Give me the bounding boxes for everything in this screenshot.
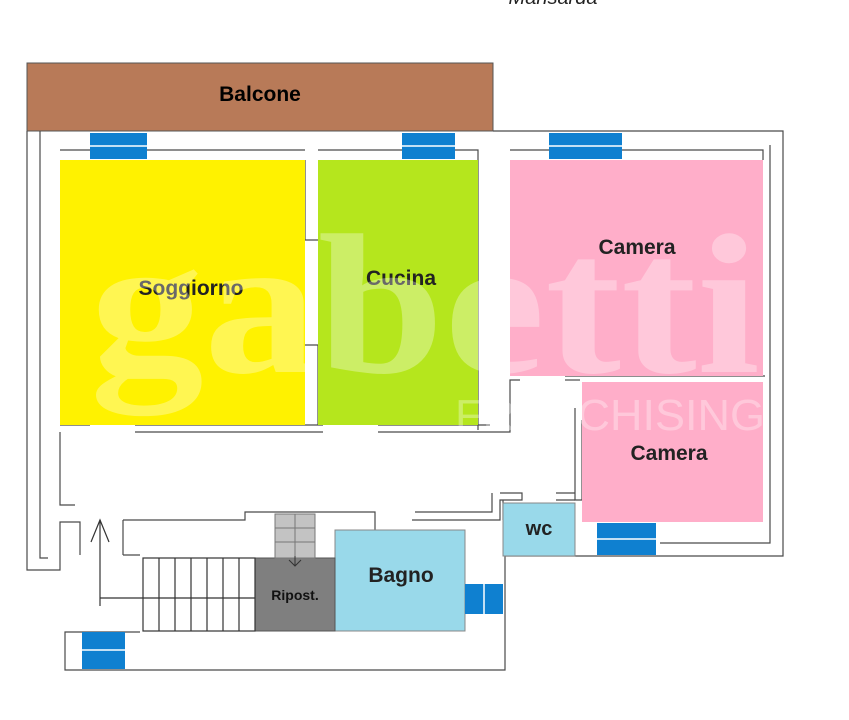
window bbox=[597, 523, 656, 555]
balcone-label: Balcone bbox=[219, 83, 301, 106]
camera2-room bbox=[582, 382, 763, 522]
header-partial-text: Mansarda bbox=[509, 0, 598, 9]
window bbox=[90, 133, 147, 159]
window bbox=[82, 632, 125, 669]
window bbox=[549, 133, 622, 159]
ripost-label: Ripost. bbox=[271, 587, 318, 603]
window bbox=[465, 584, 503, 614]
window bbox=[402, 133, 455, 159]
bagno-room bbox=[334, 529, 466, 632]
balcone-room bbox=[26, 62, 494, 132]
stair-landing bbox=[274, 513, 316, 567]
staircase bbox=[90, 518, 256, 632]
ripost-room bbox=[254, 557, 336, 632]
windows bbox=[82, 133, 656, 669]
watermark: gabetti FRANCHISING bbox=[90, 195, 765, 440]
wc-label: wc bbox=[525, 518, 553, 540]
watermark-brand: gabetti bbox=[90, 195, 760, 416]
camera1-room bbox=[510, 160, 763, 376]
cucina-room bbox=[318, 160, 478, 425]
watermark-sub: FRANCHISING bbox=[455, 391, 765, 440]
camera1-label: Camera bbox=[598, 236, 675, 259]
camera2-label: Camera bbox=[630, 442, 707, 465]
soggiorno-room bbox=[60, 160, 305, 425]
bagno-label: Bagno bbox=[368, 564, 433, 587]
soggiorno-label: Soggiorno bbox=[139, 277, 244, 300]
wc-room bbox=[502, 502, 576, 557]
cucina-label: Cucina bbox=[366, 267, 436, 290]
